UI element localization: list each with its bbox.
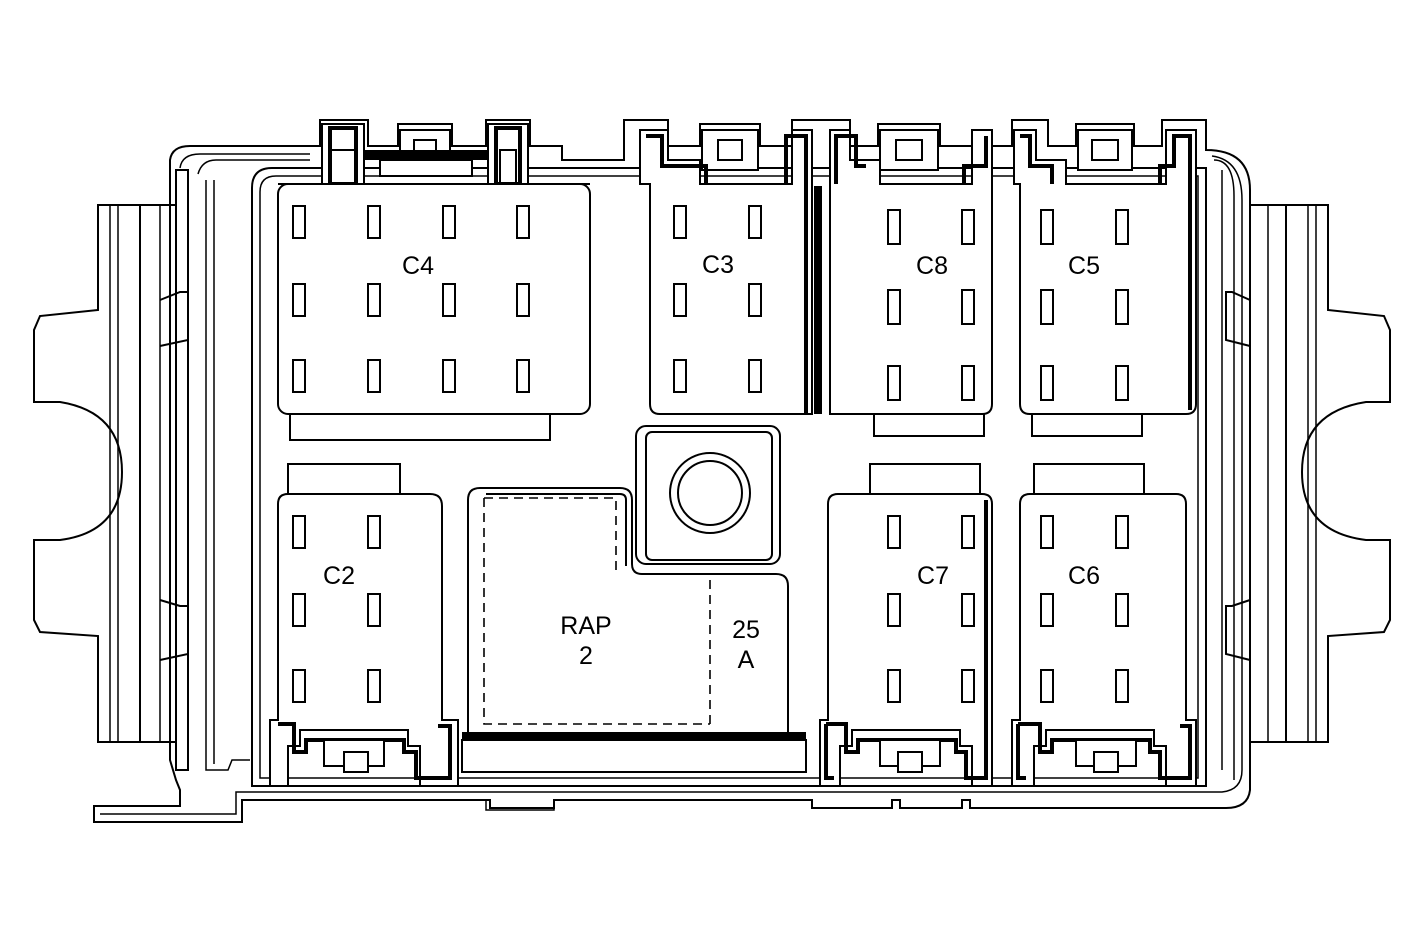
connector-c2: C2 xyxy=(269,463,459,787)
top-locking-tabs xyxy=(321,123,1133,186)
connector-c3-pins xyxy=(673,205,762,393)
connector-c6-label: C6 xyxy=(1068,562,1100,590)
relay-base xyxy=(461,739,807,773)
fuse-25a: 25 A xyxy=(732,616,760,674)
connector-c7-label: C7 xyxy=(917,562,949,590)
right-mounting-bracket xyxy=(1225,204,1391,743)
fuse-label-line2: A xyxy=(738,646,755,674)
inner-tray xyxy=(251,167,1207,787)
connector-c2-label: C2 xyxy=(323,562,355,590)
relay-label-line1: RAP xyxy=(560,612,611,640)
connector-c5-pins xyxy=(1040,209,1129,401)
bolt-terminal xyxy=(635,425,781,565)
fuse-label-line1: 25 xyxy=(732,616,760,644)
connector-c7-pins xyxy=(887,515,975,703)
connector-c6-pins xyxy=(1040,515,1129,703)
connector-c8-pins xyxy=(887,209,975,401)
connector-c4-pins xyxy=(292,205,530,393)
divider-c3-c8 xyxy=(814,186,822,414)
connector-c5: C5 xyxy=(1013,129,1197,437)
connector-c7: C7 xyxy=(819,463,993,787)
relay-base-bar xyxy=(462,732,806,740)
connector-c4: C4 xyxy=(277,149,591,441)
relay-label-line2: 2 xyxy=(579,642,593,670)
connector-c6: C6 xyxy=(1011,463,1197,787)
connector-c5-label: C5 xyxy=(1068,252,1100,280)
connector-c8-label: C8 xyxy=(916,252,948,280)
connector-c8: C8 xyxy=(829,129,993,437)
housing-outline xyxy=(93,119,1251,823)
connector-c3: C3 xyxy=(639,129,813,415)
connector-c3-label: C3 xyxy=(702,251,734,279)
left-mounting-bracket xyxy=(33,204,189,743)
bottom-tab xyxy=(485,800,555,811)
connector-c2-pins xyxy=(292,515,381,703)
connector-c4-label: C4 xyxy=(402,252,434,280)
rap-relay: RAP 2 xyxy=(467,487,789,735)
